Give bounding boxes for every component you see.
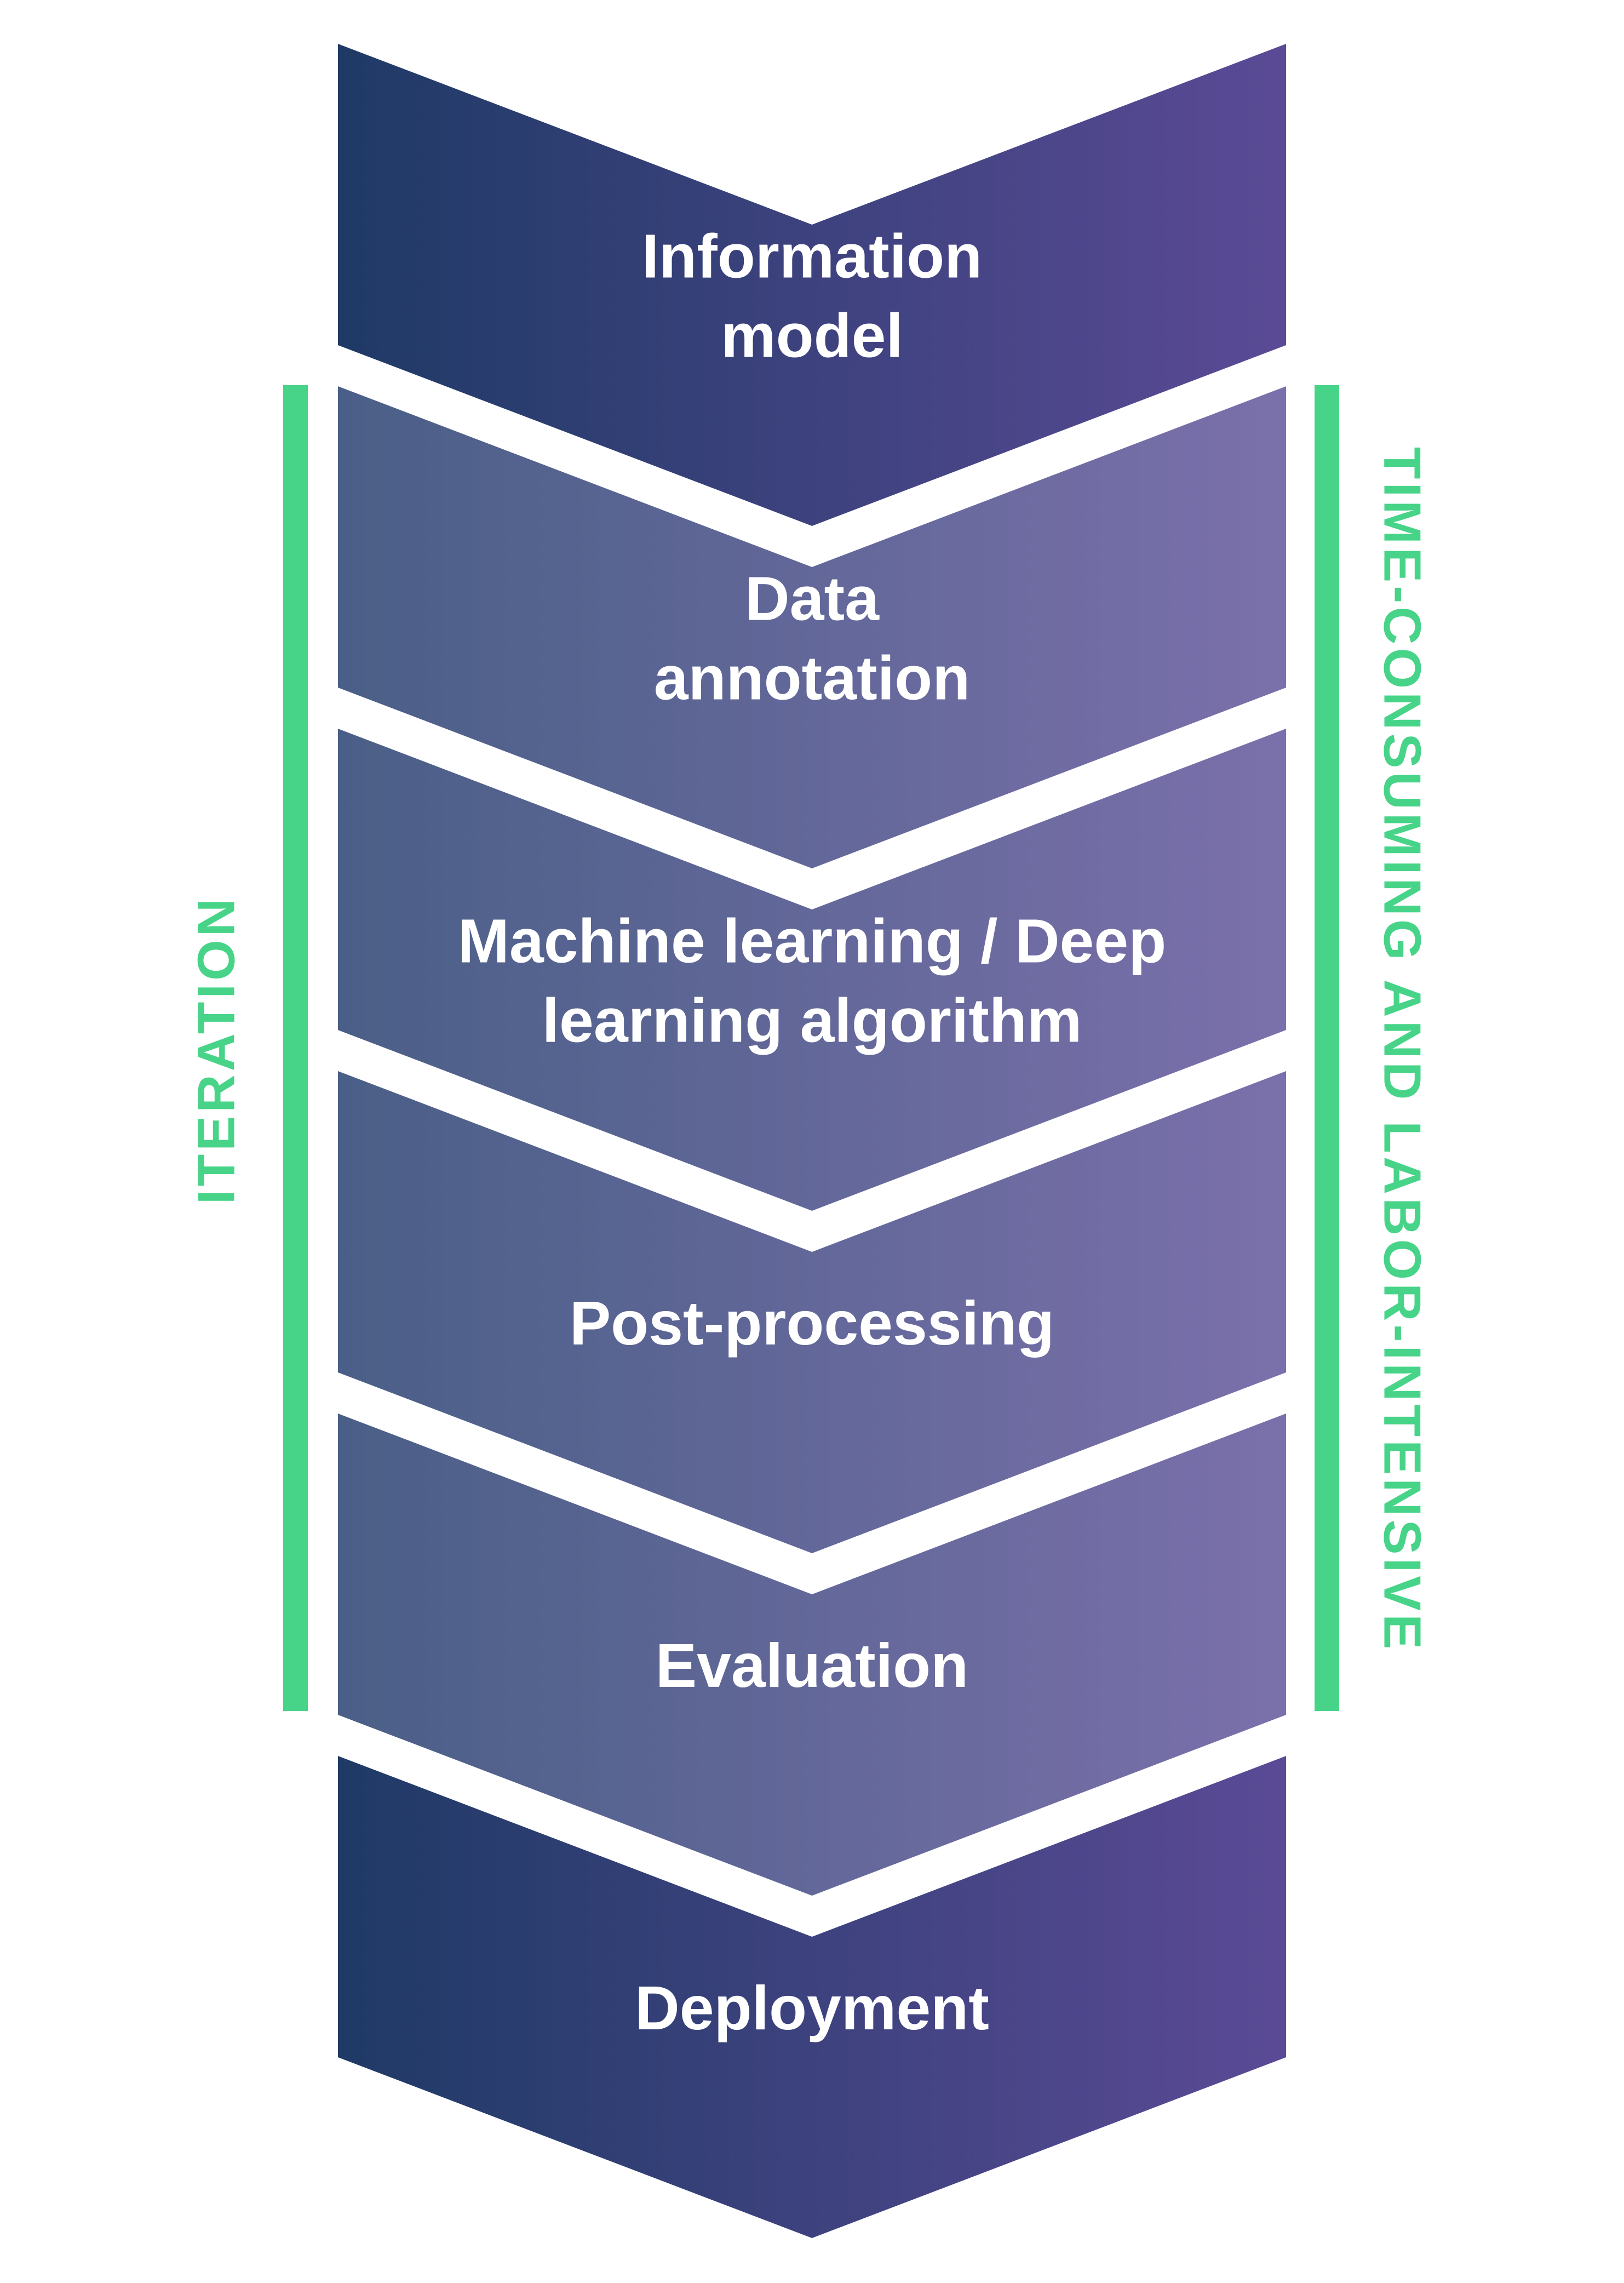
- step-2-label-line-1: Data: [745, 564, 880, 633]
- effort-bracket-bar: [1315, 385, 1339, 1711]
- step-2-label-line-2: annotation: [654, 644, 970, 713]
- step-1: Information model: [338, 44, 1286, 526]
- step-3-label-line-1: Machine learning / Deep: [458, 907, 1167, 976]
- step-5: Evaluation: [338, 1414, 1286, 1896]
- step-4: Post-processing: [338, 1071, 1286, 1553]
- step-1-chevron: [338, 44, 1286, 526]
- step-2-chevron: [338, 386, 1286, 868]
- step-2: Data annotation: [338, 386, 1286, 868]
- step-3: Machine learning / Deep learning algorith…: [338, 729, 1286, 1211]
- step-6: Deployment: [338, 1756, 1286, 2238]
- step-6-chevron: [338, 1756, 1286, 2238]
- effort-bracket: TIME-CONSUMING AND LABOR-INTENSIVE: [1315, 385, 1432, 1711]
- step-4-label-line-1: Post-processing: [570, 1289, 1054, 1358]
- step-1-label-line-1: Information: [642, 222, 982, 291]
- iteration-label: ITERATION: [187, 895, 246, 1204]
- step-5-label-line-1: Evaluation: [656, 1631, 968, 1700]
- iteration-bracket: ITERATION: [187, 385, 308, 1711]
- step-3-chevron: [338, 729, 1286, 1211]
- step-3-label-line-2: learning algorithm: [542, 986, 1082, 1055]
- effort-label: TIME-CONSUMING AND LABOR-INTENSIVE: [1373, 447, 1432, 1652]
- iteration-bracket-bar: [283, 385, 308, 1711]
- step-4-chevron: [338, 1071, 1286, 1553]
- step-6-label-line-1: Deployment: [635, 1973, 989, 2042]
- step-1-label-line-2: model: [721, 301, 903, 370]
- step-5-chevron: [338, 1414, 1286, 1896]
